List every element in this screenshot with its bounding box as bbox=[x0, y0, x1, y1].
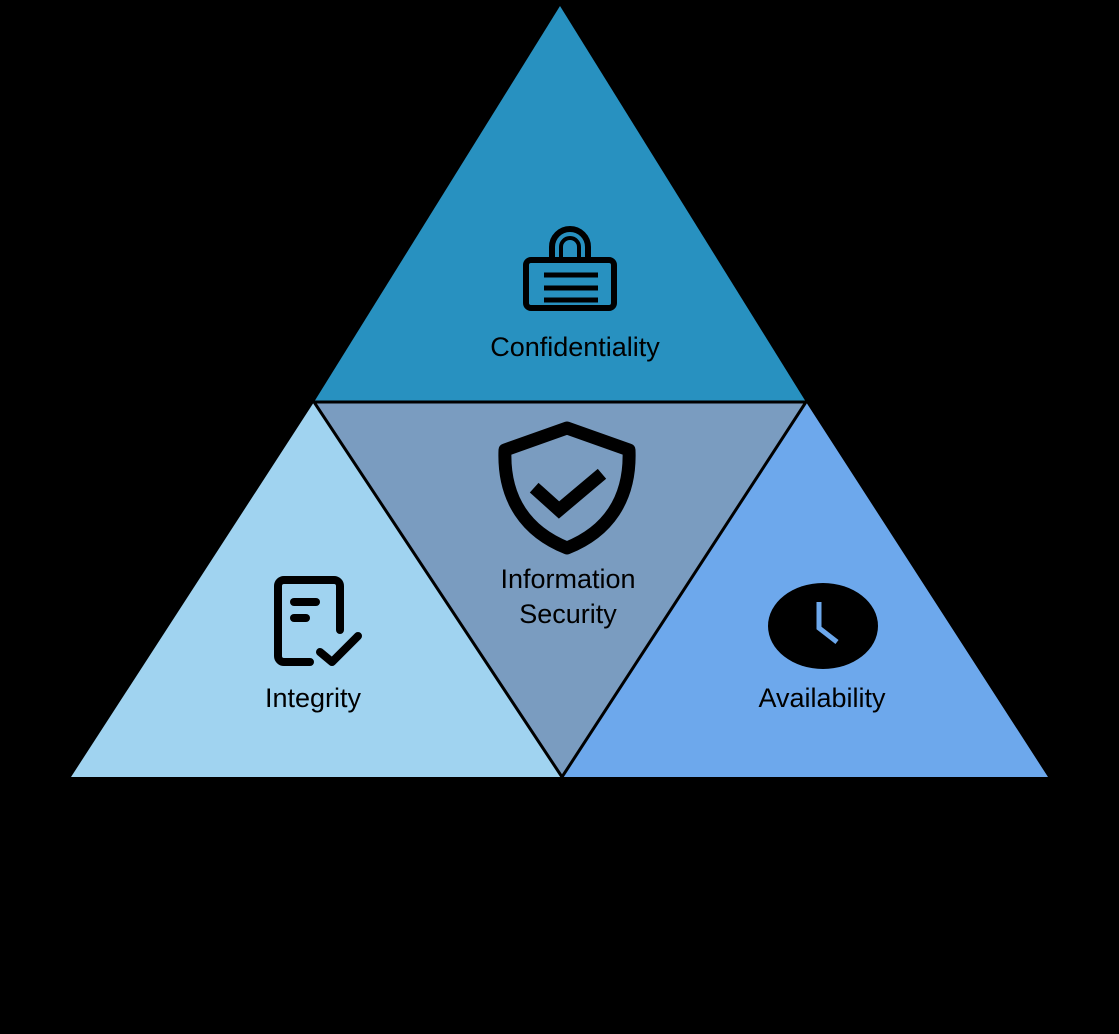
shield-check-icon bbox=[498, 421, 636, 555]
segment-confidentiality bbox=[314, 6, 806, 402]
segment-information-security bbox=[311, 400, 809, 780]
label-confidentiality: Confidentiality bbox=[490, 332, 660, 362]
label-line-security: Security bbox=[519, 599, 617, 629]
label-information-security: Information Security bbox=[500, 562, 635, 632]
document-check-icon bbox=[274, 576, 362, 666]
label-integrity: Integrity bbox=[264, 683, 362, 713]
clock-icon bbox=[768, 583, 878, 669]
label-availability: Availability bbox=[758, 683, 886, 713]
segment-integrity bbox=[71, 402, 562, 777]
label-line-information: Information bbox=[500, 564, 636, 594]
lock-icon bbox=[523, 226, 617, 311]
